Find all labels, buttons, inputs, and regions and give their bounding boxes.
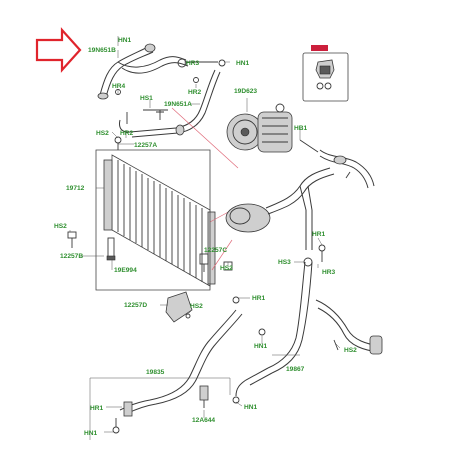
hose-19867 xyxy=(232,244,383,404)
leader-lines xyxy=(69,36,341,433)
label-hr1-low: HR1 xyxy=(90,405,104,412)
labels: HN1 19N651B HR3 HN1 HR4 HR2 HS1 19N651A … xyxy=(54,37,357,437)
label-hs2-left: HS2 xyxy=(54,223,67,230)
label-hs2-left-top: HS2 xyxy=(96,130,109,137)
bracket-19835 xyxy=(89,377,231,440)
label-hs2-lower: HS2 xyxy=(190,303,203,310)
label-19835: 19835 xyxy=(146,369,165,376)
hose-19n651b xyxy=(97,43,226,100)
sensor-inset xyxy=(302,45,349,102)
compressor-rear xyxy=(225,167,335,250)
label-12257c: 12257C xyxy=(204,247,227,254)
label-hr1-mid: HR1 xyxy=(252,295,266,302)
label-19867: 19867 xyxy=(286,366,305,373)
label-19n651b: 19N651B xyxy=(88,47,116,54)
label-12a644: 12A644 xyxy=(192,417,215,424)
condenser-frame xyxy=(95,149,211,291)
red-arrow-icon xyxy=(35,27,82,73)
label-hb1: HB1 xyxy=(294,125,308,132)
inset-tag xyxy=(311,45,328,51)
label-hr3-top: HR3 xyxy=(186,60,200,67)
hose-19n651a xyxy=(119,69,221,138)
hose-19835 xyxy=(112,296,266,434)
label-hs2-right: HS2 xyxy=(344,347,357,354)
label-hs3: HS3 xyxy=(278,259,291,266)
label-19d623: 19D623 xyxy=(234,88,257,95)
label-hr3-right: HR3 xyxy=(322,269,336,276)
pink-leader-3 xyxy=(211,239,233,271)
label-hn1-top: HN1 xyxy=(118,37,132,44)
brackets xyxy=(67,112,313,323)
sensor-icon xyxy=(315,59,335,90)
label-hn1-bottom: HN1 xyxy=(84,430,98,437)
label-hs1: HS1 xyxy=(140,95,153,102)
label-19n651a: 19N651A xyxy=(164,101,192,108)
label-hr4: HR4 xyxy=(112,83,126,90)
label-hn1-mid: HN1 xyxy=(254,343,268,350)
label-12257d: 12257D xyxy=(124,302,147,309)
pink-leader-1 xyxy=(171,107,239,169)
label-hn1-right-top: HN1 xyxy=(236,60,250,67)
hose-right-upper xyxy=(299,139,375,189)
label-12257b: 12257B xyxy=(60,253,83,260)
label-hr2-mid: HR2 xyxy=(120,130,134,137)
label-hn1-low-right: HN1 xyxy=(244,404,258,411)
label-12257a: 12257A xyxy=(134,142,157,149)
label-19e994: 19E994 xyxy=(114,267,137,274)
label-hs2-mid: HS2 xyxy=(220,265,233,272)
label-hr1-right: HR1 xyxy=(312,231,326,238)
label-19712: 19712 xyxy=(66,185,85,192)
compressor-19d623 xyxy=(226,103,293,153)
label-hr2-top: HR2 xyxy=(188,89,202,96)
